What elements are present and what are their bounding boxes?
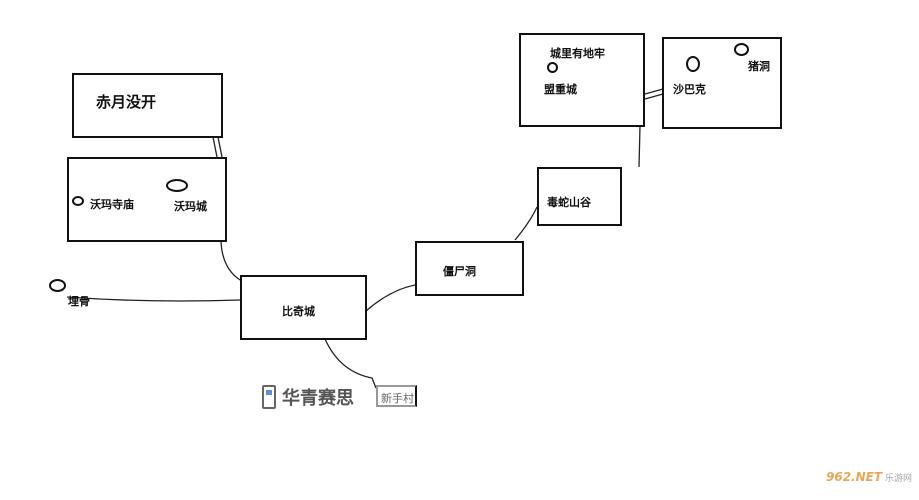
location-marker xyxy=(49,279,66,292)
location-chiyue: 赤月没开 xyxy=(72,73,223,138)
location-mengzhong: 城里有地牢 盟重城 xyxy=(519,33,645,127)
location-label: 沙巴克 xyxy=(673,83,706,96)
location-marker xyxy=(734,43,749,56)
location-shabake: 猪洞 沙巴克 xyxy=(662,37,782,129)
location-marker xyxy=(166,179,188,192)
location-label: 沃玛城 xyxy=(174,200,207,213)
location-biqi: 比奇城 xyxy=(240,275,367,340)
gameboy-icon xyxy=(262,385,276,409)
location-woma xyxy=(67,157,227,242)
location-label: 赤月没开 xyxy=(96,93,157,111)
location-label: 毒蛇山谷 xyxy=(547,196,591,209)
location-marker xyxy=(686,56,700,72)
location-label: 盟重城 xyxy=(544,83,577,96)
location-maigu: 埋骨 xyxy=(68,295,90,308)
location-label: 比奇城 xyxy=(282,305,315,318)
location-label: 僵尸洞 xyxy=(443,265,476,278)
location-label: 沃玛寺庙 xyxy=(90,198,134,211)
dungeon-note: 城里有地牢 xyxy=(550,47,605,60)
location-xinshou: 新手村 xyxy=(376,385,417,407)
location-jiangshi: 僵尸洞 xyxy=(415,241,524,296)
watermark-brand: 华青赛思 xyxy=(262,384,354,410)
location-dushe: 毒蛇山谷 xyxy=(537,167,622,226)
location-marker xyxy=(547,62,558,73)
site-watermark: 962.NET 乐游网 xyxy=(826,470,913,484)
location-zhudong: 猪洞 xyxy=(748,60,770,73)
location-marker xyxy=(72,196,84,206)
location-label: 新手村 xyxy=(381,392,414,405)
